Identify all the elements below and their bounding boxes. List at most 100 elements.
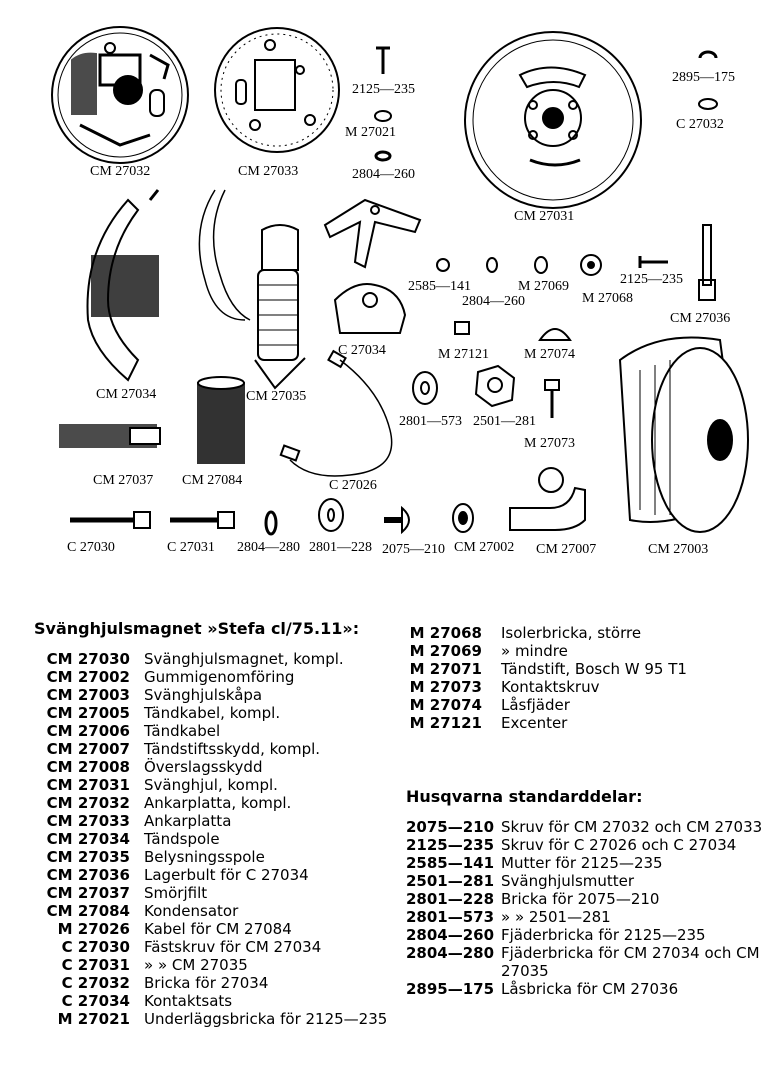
callout-m27021: M 27021 bbox=[345, 125, 396, 140]
part-description: Svänghjulskåpa bbox=[144, 686, 263, 704]
callout-c27031: C 27031 bbox=[167, 540, 215, 555]
part-number: M 27074 bbox=[409, 696, 482, 714]
list-item: CM 27003 Svänghjulskåpa bbox=[34, 686, 414, 704]
part-number: CM 27034 bbox=[46, 830, 130, 848]
part-description: Belysningsspole bbox=[144, 848, 265, 866]
part-description: Låsbricka för CM 27036 bbox=[501, 980, 679, 998]
part-description: Lagerbult för C 27034 bbox=[144, 866, 309, 884]
callout-m27074: M 27074 bbox=[524, 347, 575, 362]
armature-plate-complete-drawing bbox=[51, 26, 189, 164]
part-number: C 27030 bbox=[61, 938, 130, 956]
lock-spring-drawing bbox=[538, 328, 572, 341]
part-number: CM 27008 bbox=[46, 758, 130, 776]
part-description: Mutter för 2125—235 bbox=[501, 854, 663, 872]
bearing-bolt-drawing bbox=[698, 224, 716, 301]
nut-2585-141-drawing bbox=[436, 258, 450, 272]
contact-screw-drawing bbox=[544, 379, 560, 418]
callout-m27073: M 27073 bbox=[524, 436, 575, 451]
part-description: » » 2501—281 bbox=[501, 908, 611, 926]
part-description: Tändspole bbox=[144, 830, 220, 848]
part-number: CM 27037 bbox=[46, 884, 130, 902]
part-description: » » CM 27035 bbox=[144, 956, 248, 974]
part-number: C 27034 bbox=[61, 992, 130, 1010]
part-number: CM 27084 bbox=[46, 902, 130, 920]
part-number: CM 27032 bbox=[46, 794, 130, 812]
condenser-cable-drawing bbox=[279, 349, 393, 477]
part-number: M 27071 bbox=[409, 660, 482, 678]
spring-washer-mid-drawing bbox=[486, 257, 498, 273]
callout-cm27033: CM 27033 bbox=[238, 164, 298, 179]
part-description: » mindre bbox=[501, 642, 568, 660]
callout-cm27034: CM 27034 bbox=[96, 387, 156, 402]
callout-c27030: C 27030 bbox=[67, 540, 115, 555]
callout-2801-228: 2801—228 bbox=[309, 540, 372, 555]
callout-cm27037: CM 27037 bbox=[93, 473, 153, 488]
list-item: M 27069» mindre bbox=[400, 642, 760, 660]
ignition-coil-drawing bbox=[86, 189, 160, 382]
list-item: 2804—260 Fjäderbricka för 2125—235 bbox=[406, 926, 764, 944]
list-item: M 27121 Excenter bbox=[400, 714, 760, 732]
part-description: Skruv för CM 27032 och CM 27033 bbox=[501, 818, 763, 836]
callout-cm27002: CM 27002 bbox=[454, 540, 514, 555]
washer-m27021-drawing bbox=[374, 110, 392, 122]
washer-c27032-drawing bbox=[698, 98, 718, 110]
callout-2804-260-mid: 2804—260 bbox=[462, 294, 525, 309]
spring-washer-2804-280-drawing bbox=[264, 510, 278, 536]
part-number: 2801—228 bbox=[406, 890, 495, 908]
callout-2125-235-top: 2125—235 bbox=[352, 82, 415, 97]
list-item: M 27073 Kontaktskruv bbox=[400, 678, 760, 696]
part-description: Excenter bbox=[501, 714, 568, 732]
screw-small-drawing bbox=[376, 46, 390, 74]
callout-m27069: M 27069 bbox=[518, 279, 569, 294]
part-number: 2585—141 bbox=[406, 854, 495, 872]
callout-2895-175: 2895—175 bbox=[672, 70, 735, 85]
part-number: M 27073 bbox=[409, 678, 482, 696]
part-number: CM 27035 bbox=[46, 848, 130, 866]
part-description: Överslagsskydd bbox=[144, 758, 263, 776]
callout-m27068: M 27068 bbox=[582, 291, 633, 306]
part-number: 2804—260 bbox=[406, 926, 495, 944]
lubricating-felt-drawing bbox=[59, 424, 161, 448]
part-number: M 27026 bbox=[57, 920, 130, 938]
insulating-washer-large-drawing bbox=[580, 254, 602, 276]
part-description: Fjäderbricka för 2125—235 bbox=[501, 926, 706, 944]
flywheel-cover-drawing bbox=[618, 336, 749, 533]
part-description: Bricka för 27034 bbox=[144, 974, 269, 992]
part-description: Ankarplatta bbox=[144, 812, 232, 830]
part-number: C 27031 bbox=[61, 956, 130, 974]
part-number: M 27068 bbox=[409, 624, 482, 642]
list-item: 2801—573» » 2501—281 bbox=[406, 908, 764, 926]
part-number: CM 27007 bbox=[46, 740, 130, 758]
part-number: CM 27003 bbox=[46, 686, 130, 704]
list-item: CM 27008 Överslagsskydd bbox=[34, 758, 414, 776]
part-number: M 27121 bbox=[409, 714, 482, 732]
armature-plate-drawing bbox=[214, 27, 340, 153]
part-description: Svänghjul, kompl. bbox=[144, 776, 278, 794]
washer-2801-573-drawing bbox=[412, 371, 438, 405]
part-description: Tändstiftsskydd, kompl. bbox=[144, 740, 321, 758]
list-item: CM 27034 Tändspole bbox=[34, 830, 414, 848]
part-number: CM 27002 bbox=[46, 668, 130, 686]
list-item: C 27030 Fästskruv för CM 27034 bbox=[34, 938, 414, 956]
callout-2804-280: 2804—280 bbox=[237, 540, 300, 555]
part-description: Fästskruv för CM 27034 bbox=[144, 938, 322, 956]
part-number: C 27032 bbox=[61, 974, 130, 992]
part-description: Svänghjulsmagnet, kompl. bbox=[144, 650, 344, 668]
part-description: Kabel för CM 27084 bbox=[144, 920, 292, 938]
part-description: Kontaktskruv bbox=[501, 678, 600, 696]
spark-plug-cap-drawing bbox=[509, 467, 586, 531]
